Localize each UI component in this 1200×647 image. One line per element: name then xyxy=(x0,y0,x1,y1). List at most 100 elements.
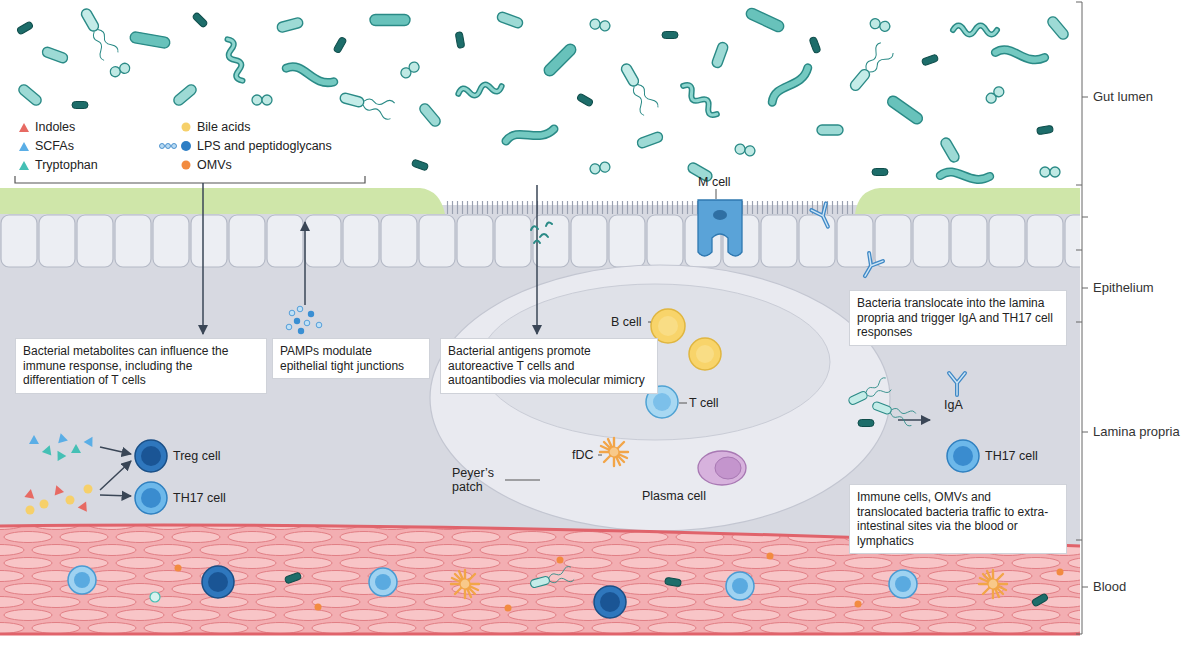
translocating-bacteria xyxy=(870,397,916,426)
lumen-bacteria xyxy=(1046,15,1070,41)
swatch-shape xyxy=(182,123,191,132)
peyers-patch xyxy=(600,438,628,466)
pamp-particles xyxy=(304,320,310,326)
m-cell xyxy=(716,189,717,199)
peyers-patch xyxy=(653,393,671,411)
legend-swatch xyxy=(16,120,32,134)
lumen-bacteria xyxy=(16,21,33,35)
text-box: Bacteria translocate into the lamina pro… xyxy=(849,290,1067,346)
metabolites xyxy=(84,485,93,494)
mucus-layer xyxy=(0,188,445,214)
translocating-bacteria xyxy=(531,222,552,243)
m-cell xyxy=(698,200,742,256)
layer-label: Lamina propria xyxy=(1093,425,1180,439)
lumen-bacteria xyxy=(333,36,347,53)
lumen-bacteria xyxy=(72,102,88,109)
pamp-particles xyxy=(298,328,304,334)
swatch-shape xyxy=(181,141,191,151)
blood-vessel xyxy=(315,604,322,611)
lumen-bacteria xyxy=(766,68,814,102)
lumen-bacteria xyxy=(172,83,198,107)
swatch-shape xyxy=(19,161,29,170)
blood-vessel xyxy=(529,566,575,592)
blood-vessel xyxy=(726,572,754,600)
blood-vessel xyxy=(451,570,479,598)
metabolites xyxy=(52,484,64,496)
legend-text: Tryptophan xyxy=(35,158,98,172)
lumen-bacteria xyxy=(41,46,69,64)
mucus-layer xyxy=(855,188,1080,214)
peyers-patch xyxy=(430,265,890,531)
layer-brackets xyxy=(1076,2,1082,634)
metabolites xyxy=(135,482,167,514)
metabolites xyxy=(24,432,167,515)
legend-item: LPS and peptidoglycans xyxy=(158,138,332,154)
lumen-bacteria xyxy=(711,41,729,69)
arrows-and-brackets xyxy=(898,419,930,421)
layer-label: Blood xyxy=(1093,580,1126,594)
peyers-patch xyxy=(505,480,540,481)
legend-text: Bile acids xyxy=(197,120,251,134)
legend-item: OMVs xyxy=(158,157,232,173)
lamina-propria-area xyxy=(0,205,1080,635)
arrows-and-brackets xyxy=(15,176,365,183)
lumen-bacteria xyxy=(745,7,786,34)
pamp-particles xyxy=(297,306,303,312)
lumen-bacteria xyxy=(953,26,997,35)
lumen-bacteria xyxy=(845,42,894,96)
legend-swatch xyxy=(158,158,194,172)
swatch-shape xyxy=(19,123,29,132)
legend-swatch xyxy=(158,120,194,134)
legend-text: OMVs xyxy=(197,158,232,172)
lumen-bacteria xyxy=(399,60,421,80)
blood-vessel xyxy=(505,605,512,612)
lumen-bacteria xyxy=(869,18,891,33)
text-box: Immune cells, OMVs and translocated bact… xyxy=(849,484,1067,554)
box-text: Bacterial antigens promote autoreactive … xyxy=(448,344,650,388)
translocating-bacteria xyxy=(949,373,965,395)
structure-label: Peyer’s patch xyxy=(452,466,504,494)
peyers-patch xyxy=(679,403,687,404)
blood-vessel xyxy=(665,577,682,587)
lumen-bacteria xyxy=(276,17,304,33)
lumen-bacteria xyxy=(662,32,678,39)
peyers-patch xyxy=(658,316,678,336)
legend-item: Tryptophan xyxy=(16,157,98,173)
m-cell xyxy=(698,189,742,256)
cell-label: Plasma cell xyxy=(642,489,706,503)
pamp-particles xyxy=(289,310,295,316)
lumen-bacteria xyxy=(885,94,924,126)
lumen-bacteria xyxy=(411,159,428,171)
legend-swatch xyxy=(16,158,32,172)
metabolites xyxy=(71,444,81,453)
cell-label: fDC xyxy=(572,448,594,462)
peyers-patch xyxy=(430,265,890,531)
lumen-bacteria xyxy=(223,38,247,82)
swatch-shape xyxy=(160,144,165,149)
metabolites xyxy=(40,500,49,509)
box-text: Immune cells, OMVs and translocated bact… xyxy=(857,490,1059,548)
lumen-bacteria xyxy=(418,102,442,128)
metabolites xyxy=(24,488,35,499)
legend-item: SCFAs xyxy=(16,138,74,154)
blood-vessel xyxy=(594,586,626,618)
lumen-bacteria xyxy=(542,42,578,78)
translocating-bacteria xyxy=(858,253,883,280)
arrows-and-brackets xyxy=(100,461,131,490)
tissue-layers xyxy=(0,188,1080,635)
box-text: PAMPs modulate epithelial tight junction… xyxy=(280,344,422,373)
lumen-bacteria xyxy=(589,18,610,31)
arrows-and-brackets xyxy=(100,495,131,496)
peyers-patch xyxy=(715,457,741,479)
blood-vessel xyxy=(0,633,1080,636)
lumen-bacteria xyxy=(636,131,664,149)
blood-vessel xyxy=(889,570,917,598)
lumen-bacteria xyxy=(370,15,410,26)
swatch-shape xyxy=(166,144,171,149)
lumen-bacteria xyxy=(506,129,554,141)
layer-brackets xyxy=(1082,97,1088,587)
blood-vessel xyxy=(175,565,182,572)
lumen-bacteria xyxy=(940,164,989,188)
peyers-patch xyxy=(689,338,721,370)
